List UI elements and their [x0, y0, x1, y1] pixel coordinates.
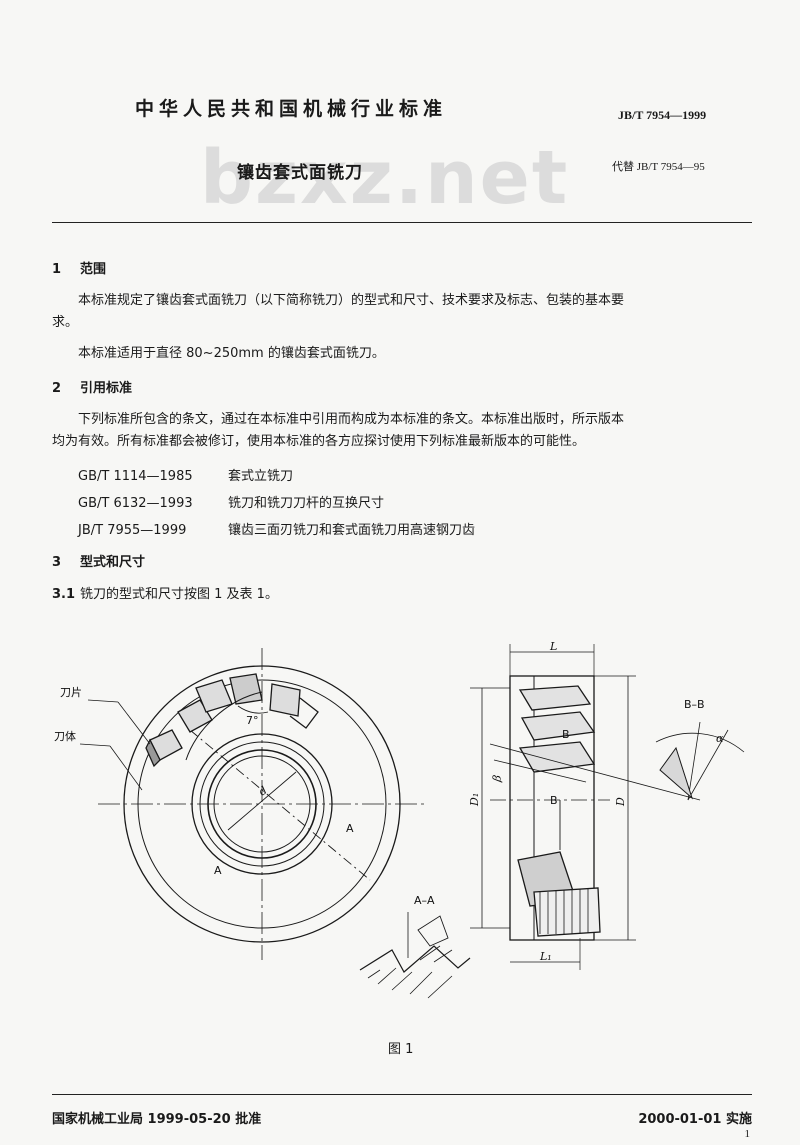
page-number: 1 — [744, 1128, 751, 1140]
label-section-a-top: A — [346, 822, 354, 835]
label-body: 刀体 — [54, 729, 76, 743]
text-line: 本标准规定了镶齿套式面铣刀（以下简称铣刀）的型式和尺寸、技术要求及标志、包装的基… — [78, 293, 625, 308]
reference-item: GB/T 6132—1993 铣刀和铣刀刀杆的互换尺寸 — [78, 492, 384, 511]
section-1-paragraph-1: 本标准规定了镶齿套式面铣刀（以下简称铣刀）的型式和尺寸、技术要求及标志、包装的基… — [52, 290, 752, 334]
text-line: 求。 — [52, 315, 79, 330]
tooth-serrations — [539, 889, 589, 934]
watermark: bzxz.net — [200, 135, 570, 221]
label-section-a-bottom: A — [214, 864, 222, 877]
header-rule — [52, 222, 752, 223]
label-dim-l: L — [549, 640, 557, 653]
leader-line — [79, 743, 111, 747]
section-line-a — [189, 729, 371, 881]
beta-angle-line — [493, 759, 587, 783]
text-line: 均为有效。所有标准都会被修订，使用本标准的各方应探讨使用下列标准最新版本的可能性… — [52, 434, 586, 449]
footer-rule — [52, 1094, 752, 1095]
section-number: 1 — [52, 262, 62, 277]
text-line: 本标准适用于直径 80~250mm 的镶齿套式面铣刀。 — [78, 346, 385, 361]
section-number: 2 — [52, 381, 62, 396]
label-dim-d: D — [614, 797, 627, 807]
effective-date-line: 2000-01-01 实施 — [638, 1112, 752, 1127]
bore-dimension-line — [227, 771, 297, 831]
text-line: 下列标准所包含的条文，通过在本标准中引用而构成为本标准的条文。本标准出版时，所示… — [78, 412, 625, 427]
leader-line — [117, 701, 151, 745]
standard-number: JB/T 7954—1999 — [618, 108, 707, 122]
bb-radial-line — [687, 721, 701, 801]
subsection-number: 3.1 — [52, 587, 76, 602]
label-alpha: α — [716, 732, 724, 745]
bb-rake-line — [687, 729, 729, 801]
section-aa-profile — [359, 945, 471, 973]
section-3-heading: 3 型式和尺寸 — [52, 551, 145, 570]
section-1-heading: 1 范围 — [52, 258, 106, 277]
label-b-top: B — [562, 728, 570, 741]
section-title: 引用标准 — [80, 381, 133, 396]
section-title: 型式和尺寸 — [80, 555, 146, 570]
side-tooth — [518, 685, 592, 711]
label-dim-d1: D₁ — [468, 793, 481, 807]
side-tooth-bottom — [533, 887, 601, 937]
side-view-outline — [509, 675, 595, 941]
angle-arc — [237, 705, 269, 714]
reference-title: 镶齿三面刃铣刀和套式面铣刀用高速钢刀齿 — [228, 523, 476, 538]
replaces-standard: 代替 JB/T 7954—95 — [612, 161, 705, 173]
label-section-aa: A–A — [414, 894, 435, 907]
figure-caption: 图 1 — [388, 1042, 414, 1057]
leader-line — [109, 745, 143, 791]
pocket-edge — [185, 691, 263, 761]
side-tooth — [520, 711, 596, 741]
label-beta: β — [490, 774, 504, 784]
subsection-text: 铣刀的型式和尺寸按图 1 及表 1。 — [80, 587, 278, 602]
label-dim-l1: L₁ — [539, 950, 552, 963]
reference-item: GB/T 1114—1985 套式立铣刀 — [78, 465, 293, 484]
label-blade: 刀片 — [60, 686, 82, 699]
reference-code: JB/T 7955—1999 — [78, 523, 187, 538]
bb-tooth-section — [659, 746, 694, 800]
approval-line: 国家机械工业局 1999-05-20 批准 — [52, 1112, 262, 1127]
blade-tooth — [229, 673, 263, 705]
label-b-bottom: B — [550, 794, 558, 807]
industry-standard-heading: 中华人民共和国机械行业标准 — [135, 98, 448, 120]
reference-code: GB/T 6132—1993 — [78, 496, 193, 511]
reference-item: JB/T 7955—1999 镶齿三面刃铣刀和套式面铣刀用高速钢刀齿 — [78, 519, 475, 538]
section-aa-hatch — [367, 945, 453, 999]
side-tooth — [518, 741, 596, 773]
blade-pocket — [289, 697, 319, 729]
leader-line — [87, 699, 119, 703]
section-2-heading: 2 引用标准 — [52, 377, 132, 396]
reference-title: 套式立铣刀 — [228, 469, 294, 484]
label-angle: 7° — [246, 714, 259, 727]
label-section-bb: B–B — [684, 698, 705, 711]
blade-tooth — [269, 683, 301, 717]
section-number: 3 — [52, 555, 62, 570]
beta-reference-line — [489, 743, 701, 801]
bore-inner — [213, 755, 311, 853]
section-title: 范围 — [80, 262, 107, 277]
section-1-paragraph-2: 本标准适用于直径 80~250mm 的镶齿套式面铣刀。 — [52, 343, 752, 365]
reference-code: GB/T 1114—1985 — [78, 469, 193, 484]
section-2-paragraph-1: 下列标准所包含的条文，通过在本标准中引用而构成为本标准的条文。本标准出版时，所示… — [52, 409, 752, 453]
reference-title: 铣刀和铣刀刀杆的互换尺寸 — [228, 496, 385, 511]
document-title: 镶齿套式面铣刀 — [237, 163, 363, 183]
section-3-1: 3.1 铣刀的型式和尺寸按图 1 及表 1。 — [52, 584, 752, 606]
bb-arc — [655, 732, 745, 753]
section-aa-tooth — [417, 915, 449, 947]
